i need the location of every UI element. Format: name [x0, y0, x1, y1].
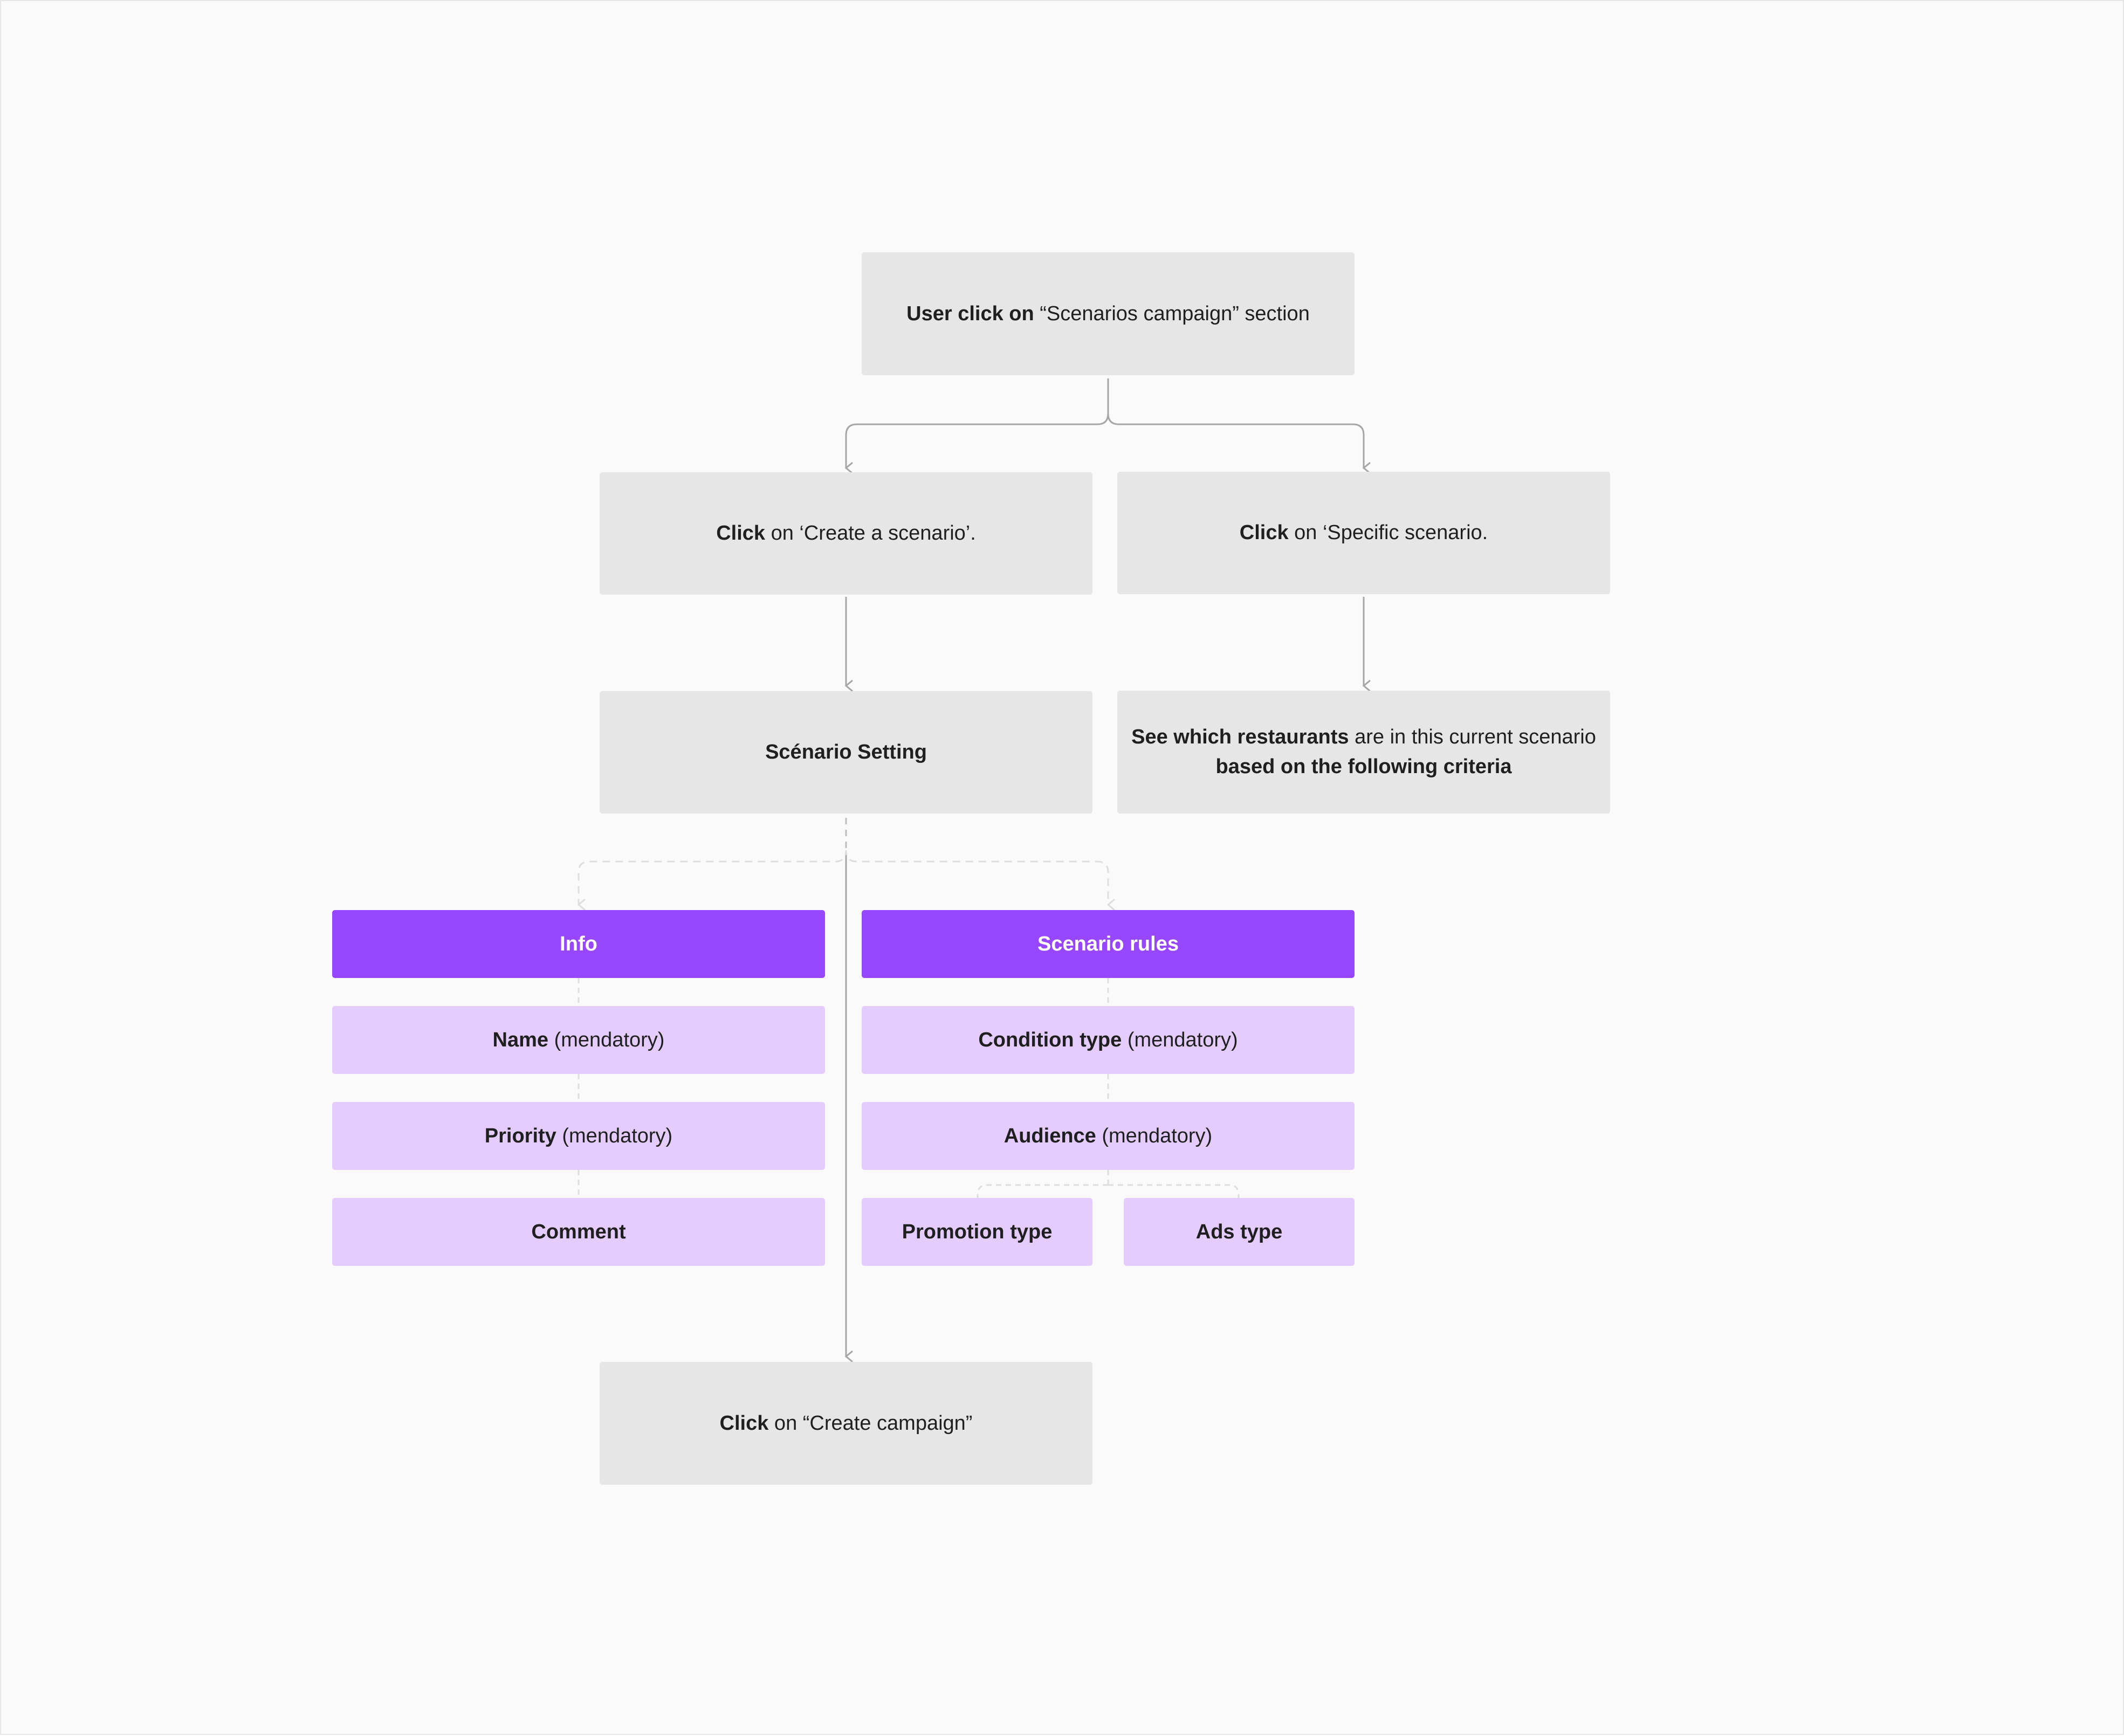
- header-rules-label: Scenario rules: [1037, 932, 1179, 955]
- item-audience-bold: Audience: [1003, 1124, 1096, 1147]
- node-campaign-bold: Click: [719, 1411, 769, 1435]
- item-audience-text: (mendatory): [1096, 1124, 1213, 1147]
- item-promotion-type: Promotion type: [862, 1198, 1092, 1266]
- node-see-restaurants: See which restaurants are in this curren…: [1117, 691, 1610, 814]
- node-start-text: “Scenarios campaign” section: [1034, 302, 1310, 325]
- node-click-create-campaign: Click on “Create campaign”: [600, 1362, 1092, 1485]
- item-audience: Audience (mendatory): [862, 1102, 1355, 1170]
- item-ads-type: Ads type: [1124, 1198, 1355, 1266]
- dashed-setting-to-info: [577, 850, 847, 911]
- node-see-bold-1: See which restaurants: [1131, 726, 1349, 748]
- node-specific-bold: Click: [1239, 521, 1289, 544]
- header-scenario-rules: Scenario rules: [862, 910, 1355, 978]
- header-info-label: Info: [560, 932, 597, 955]
- node-start-bold: User click on: [906, 302, 1034, 325]
- node-click-create-scenario: Click on ‘Create a scenario’.: [600, 472, 1092, 595]
- header-info: Info: [332, 910, 825, 978]
- connector-start-to-create: [844, 378, 1109, 474]
- item-priority-bold: Priority: [484, 1124, 556, 1147]
- node-scenario-setting: Scénario Setting: [600, 691, 1092, 814]
- node-see-text-1: are in this current scenario: [1349, 726, 1596, 748]
- item-name-text: (mendatory): [548, 1028, 665, 1051]
- node-specific-text: on ‘Specific scenario.: [1288, 521, 1488, 544]
- item-name: Name (mendatory): [332, 1006, 825, 1074]
- node-campaign-text: on “Create campaign”: [768, 1411, 973, 1435]
- node-click-specific-scenario: Click on ‘Specific scenario.: [1117, 472, 1610, 594]
- item-priority-text: (mendatory): [556, 1124, 673, 1147]
- dashed-audience-split: [977, 1184, 1240, 1198]
- item-promotion-label: Promotion type: [902, 1220, 1053, 1243]
- item-condition-bold: Condition type: [978, 1028, 1122, 1051]
- item-name-bold: Name: [492, 1028, 549, 1051]
- node-setting-label: Scénario Setting: [765, 741, 927, 763]
- node-user-click-scenarios: User click on “Scenarios campaign” secti…: [862, 252, 1355, 375]
- node-create-text: on ‘Create a scenario’.: [765, 522, 976, 545]
- connector-start-to-specific: [1107, 378, 1371, 474]
- node-see-bold-2: based on the following criteria: [1215, 755, 1512, 778]
- item-comment: Comment: [332, 1198, 825, 1266]
- node-create-bold: Click: [716, 522, 766, 545]
- item-comment-label: Comment: [531, 1220, 626, 1243]
- dashed-setting-to-rules: [845, 850, 1115, 911]
- item-priority: Priority (mendatory): [332, 1102, 825, 1170]
- item-condition-type: Condition type (mendatory): [862, 1006, 1355, 1074]
- item-ads-label: Ads type: [1195, 1220, 1283, 1243]
- item-condition-text: (mendatory): [1122, 1028, 1238, 1051]
